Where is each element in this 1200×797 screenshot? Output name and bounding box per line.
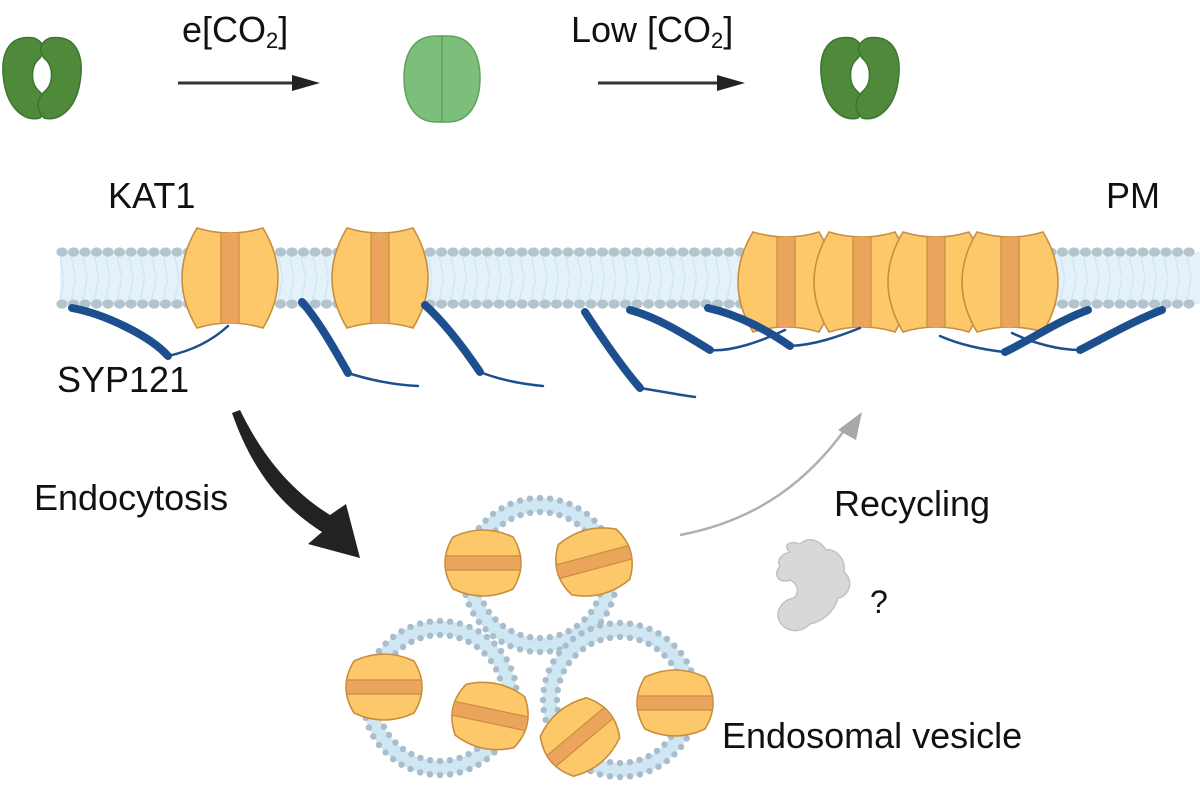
kat1-channel-icon (345, 653, 423, 721)
syp121-icon (704, 304, 862, 350)
arrow-elevated-co2 (178, 75, 320, 91)
pm-label: PM (1106, 175, 1160, 216)
elevated-co2-label: e[CO2] (182, 9, 289, 53)
recycling-arrow (679, 412, 862, 537)
syp121-proteins (68, 298, 1166, 399)
syp121-icon (298, 298, 420, 388)
stomata-closed-icon (403, 35, 481, 123)
recycling-label: Recycling (834, 483, 991, 524)
endosomal-vesicles (345, 494, 714, 788)
kat1-channel-icon (331, 227, 429, 329)
kat1-channel-icon (961, 231, 1059, 333)
kat1-label: KAT1 (108, 175, 196, 216)
endosomal-vesicle-icon (444, 494, 641, 656)
unknown-protein-icon (776, 539, 851, 632)
syp121-icon (68, 304, 230, 360)
arrow-low-co2 (598, 75, 745, 91)
kat1-channel-icon (547, 519, 641, 605)
unknown-factor-label: ? (870, 584, 888, 620)
syp121-icon (581, 308, 697, 399)
endosomal-vesicle-label: Endosomal vesicle (722, 715, 1023, 756)
syp121-icon (938, 306, 1092, 356)
kat1-channel-icon (636, 669, 714, 737)
syp121-icon (1010, 306, 1166, 354)
stomata-open-icon (2, 36, 82, 120)
endosomal-vesicle-icon (345, 617, 535, 779)
kat1-channel-icon (445, 675, 535, 757)
endocytosis-label: Endocytosis (34, 477, 229, 518)
endocytosis-arrow (232, 410, 360, 558)
kat1-channel-icon (444, 529, 522, 597)
low-co2-label: Low [CO2] (571, 9, 734, 53)
kat1-channel-icon (181, 227, 279, 329)
syp121-icon (421, 301, 545, 388)
endosomal-vesicle-icon (528, 619, 714, 788)
stomata-open-icon (820, 36, 900, 120)
syp121-label: SYP121 (57, 359, 190, 400)
